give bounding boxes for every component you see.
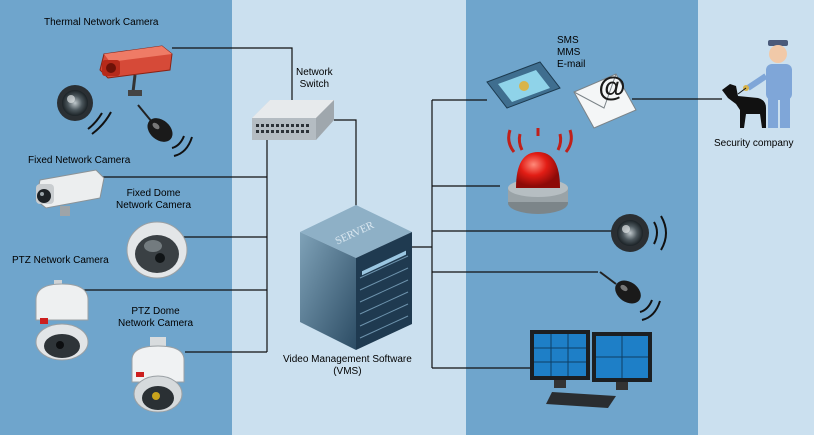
vms-label: Video Management Software(VMS) — [283, 354, 412, 377]
thermal-camera-icon — [99, 45, 173, 96]
network-switch-icon — [252, 100, 334, 140]
ptz-camera-icon — [35, 280, 89, 361]
ptz-camera-label: PTZ Network Camera — [12, 255, 109, 266]
fixed-dome-camera-icon — [126, 221, 188, 279]
vms-server-icon: SERVER — [300, 205, 412, 350]
alarm-light-icon — [507, 128, 573, 214]
fixed-camera-label: Fixed Network Camera — [28, 155, 131, 166]
wired-sensor-icon — [137, 104, 193, 157]
network-wires — [70, 47, 722, 369]
guard-dog-icon — [722, 84, 766, 128]
security-company-label: Security company — [714, 138, 794, 149]
panel-security — [698, 0, 814, 435]
thermal-camera-label: Thermal Network Camera — [44, 17, 159, 28]
microphone-icon — [599, 271, 661, 321]
ptz-dome-camera-icon — [131, 337, 185, 413]
at-sign-icon: @ — [598, 71, 625, 102]
speaker-icon — [611, 214, 667, 252]
monitor-wall-icon — [530, 330, 652, 408]
email-icon: @ — [573, 71, 637, 129]
wired-sensor-icon — [57, 85, 112, 135]
mobile-phone-icon — [486, 61, 561, 109]
fixed-camera-icon — [35, 169, 105, 216]
